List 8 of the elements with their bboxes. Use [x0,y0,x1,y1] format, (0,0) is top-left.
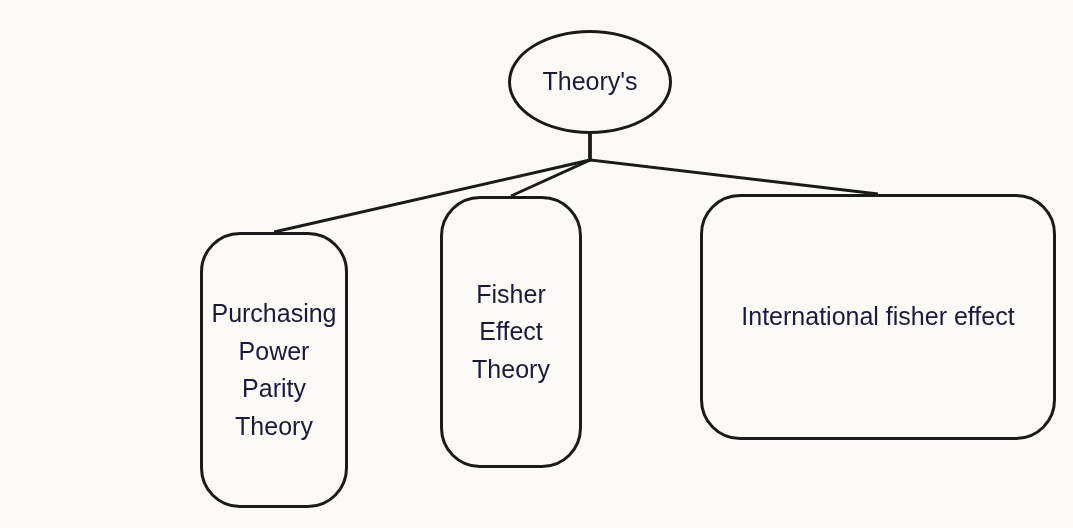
rounded-box [700,194,1056,440]
node-label: Fisher Effect Theory [471,278,551,385]
rounded-box [440,196,582,468]
rounded-box [200,232,348,508]
node-label: Purchasing Power Parity Theory [211,298,337,442]
connector-line [588,134,879,196]
node-label: International fisher effect [741,301,1015,333]
node-label: Theory's [542,66,638,98]
